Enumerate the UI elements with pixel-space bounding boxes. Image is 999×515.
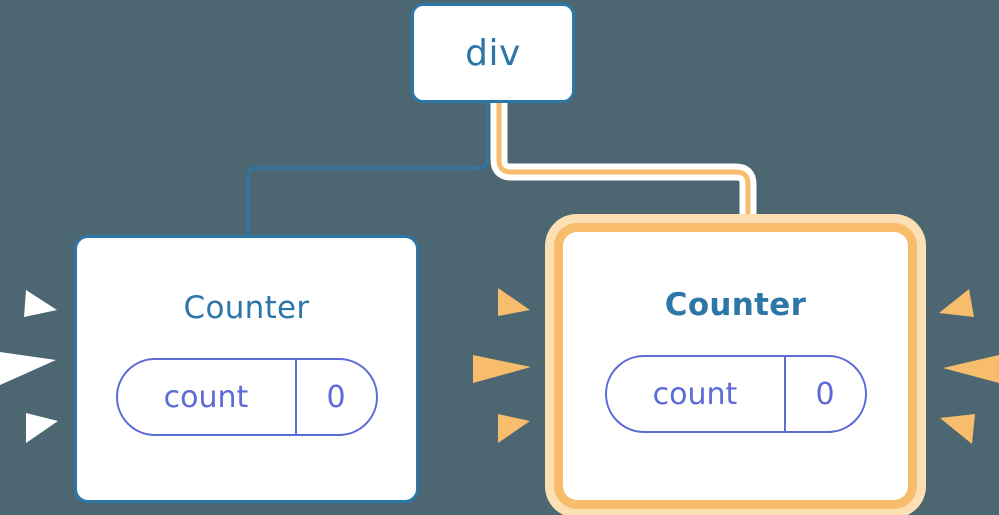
sparkle-ray	[943, 355, 999, 383]
node-counter-right[interactable]: Counter count 0	[563, 232, 908, 500]
sparkle-ray	[473, 355, 531, 383]
edge-highlight-halo	[490, 94, 757, 249]
node-counter-left[interactable]: Counter count 0	[74, 235, 419, 503]
sparkle-burst-left-of-counter-left	[0, 290, 58, 443]
node-counter-left-label: Counter	[183, 290, 310, 326]
state-pill-value: 0	[815, 376, 835, 412]
sparkle-burst-right-of-counter-left	[473, 288, 531, 443]
edge-div-to-counter-left	[246, 101, 489, 238]
state-pill-key: count	[652, 376, 738, 412]
state-pill-count-right[interactable]: count 0	[604, 355, 867, 433]
state-pill-count-left[interactable]: count 0	[115, 358, 378, 436]
node-div[interactable]: div	[411, 3, 575, 103]
state-pill-divider	[783, 357, 786, 431]
sparkle-ray	[940, 414, 975, 444]
node-div-label: div	[465, 32, 521, 74]
state-pill-divider	[294, 360, 297, 434]
sparkle-ray	[498, 288, 530, 316]
sparkle-ray	[498, 414, 530, 443]
sparkle-ray	[26, 413, 58, 443]
sparkle-ray	[939, 289, 974, 317]
state-pill-value: 0	[326, 379, 346, 415]
state-pill-key: count	[163, 379, 249, 415]
sparkle-ray	[0, 352, 56, 385]
sparkle-burst-left-of-counter-right	[939, 289, 999, 444]
sparkle-ray	[24, 290, 57, 317]
edge-div-to-counter-right	[496, 100, 751, 243]
node-counter-right-label: Counter	[664, 287, 807, 323]
